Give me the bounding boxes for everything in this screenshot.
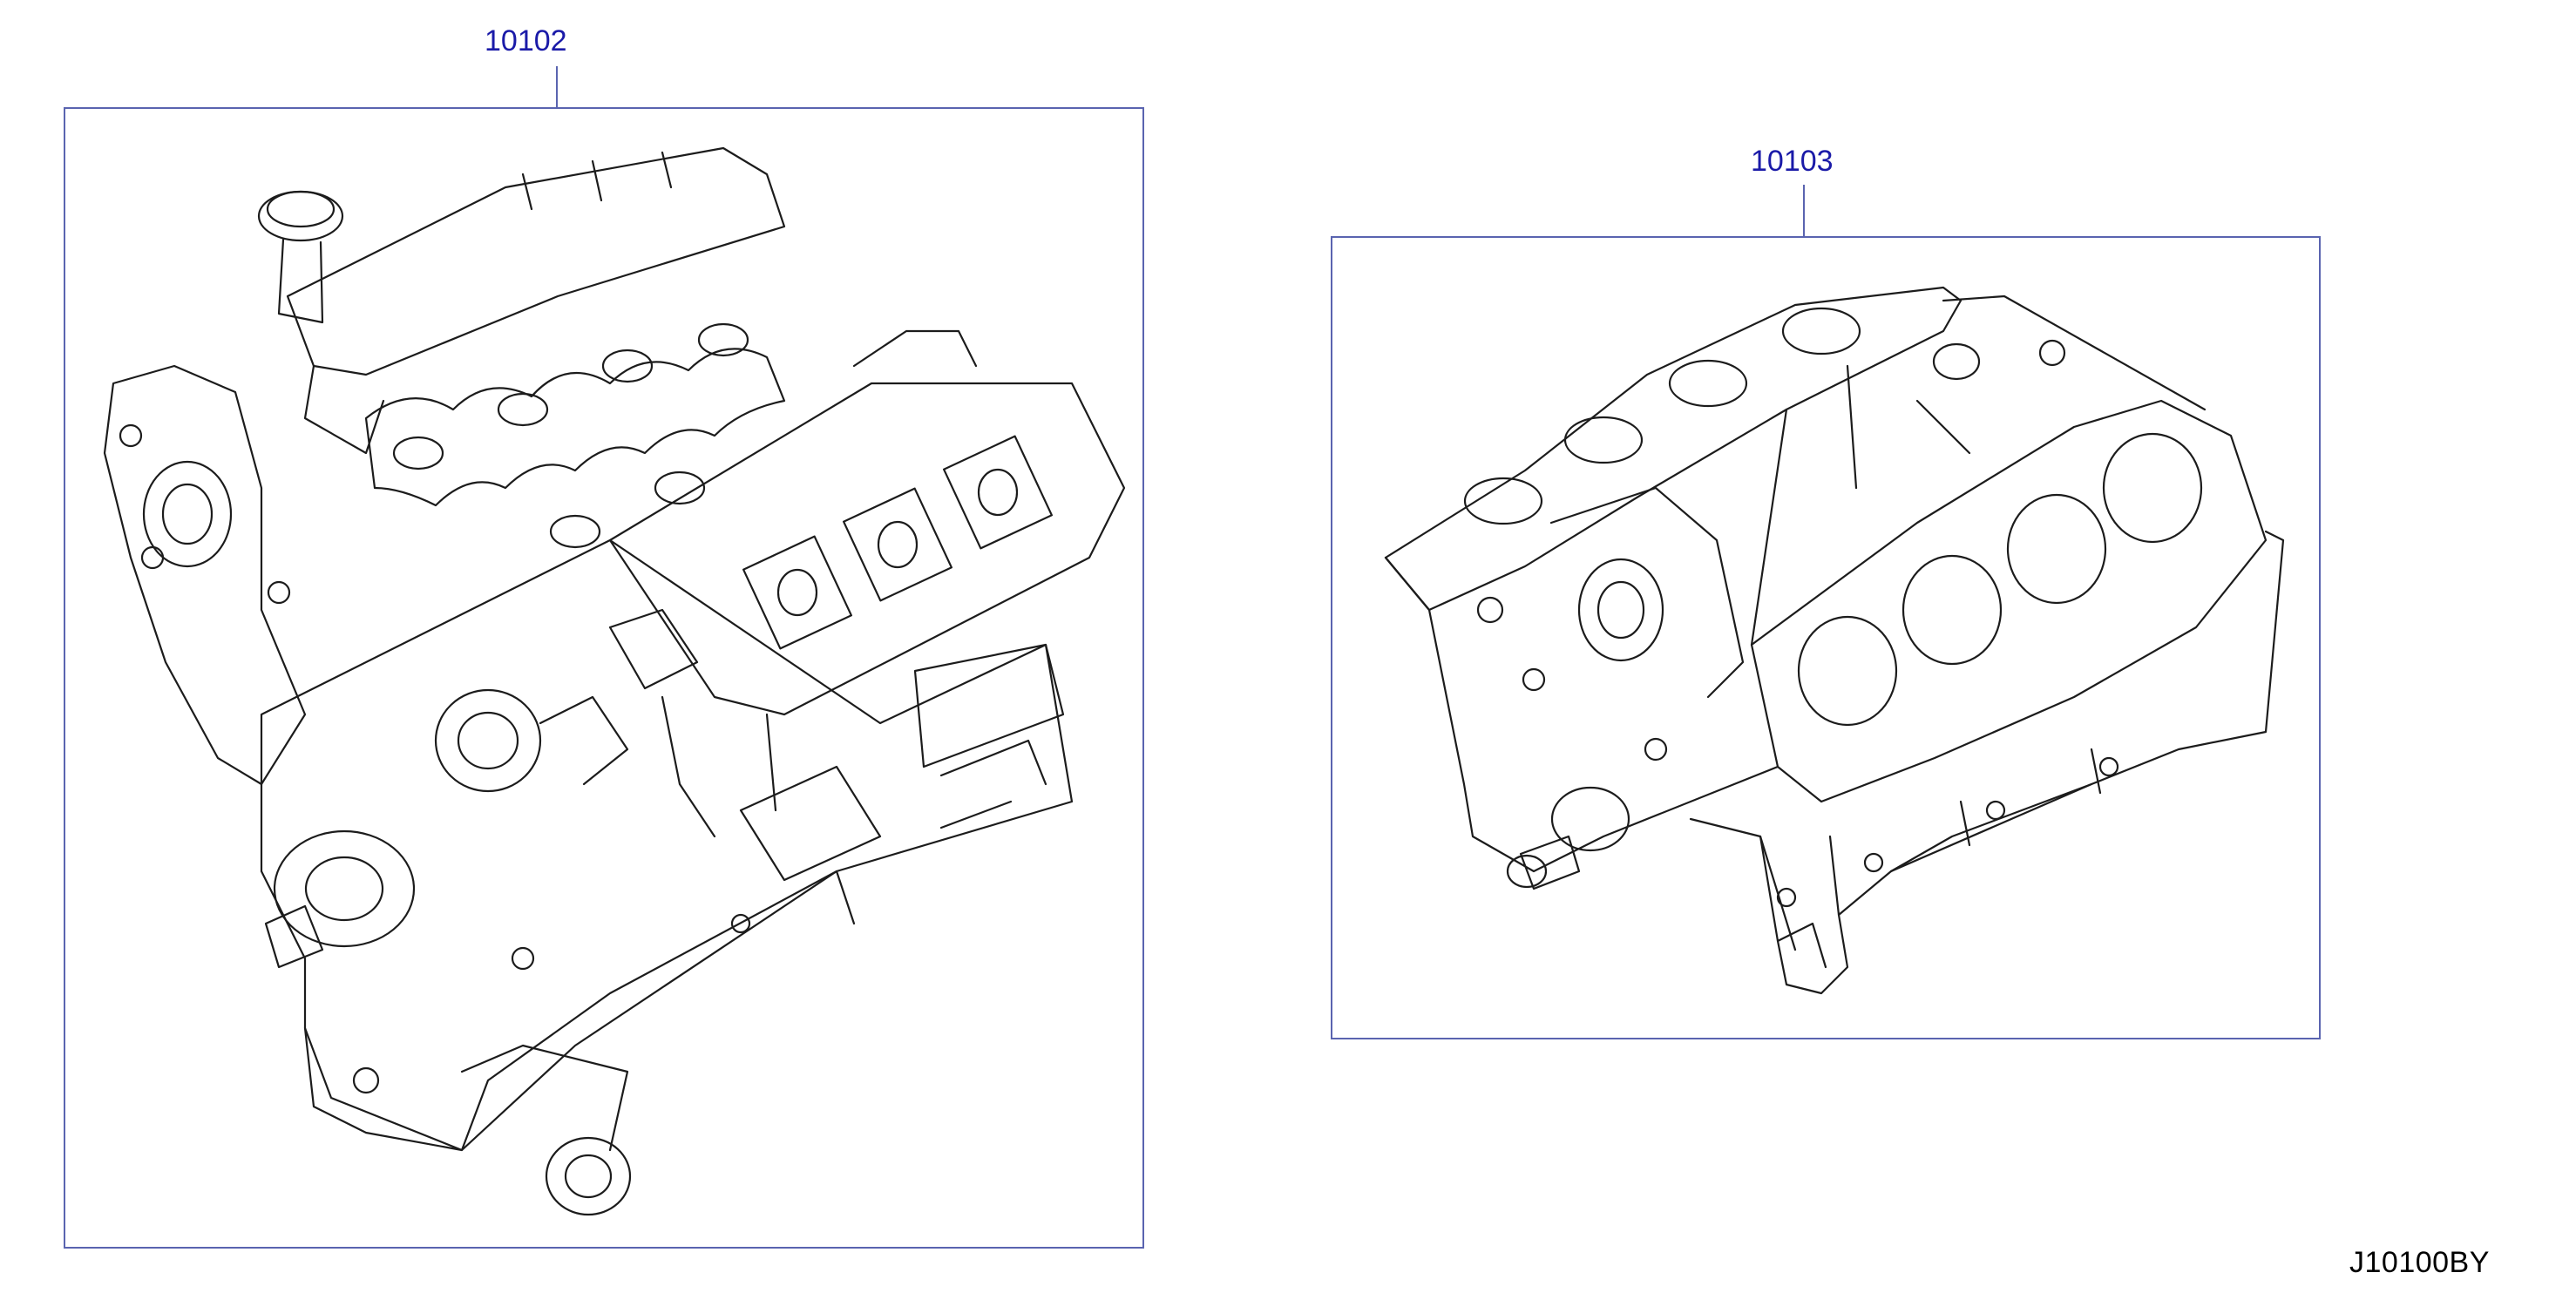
part-frame-10102 <box>64 107 1144 1249</box>
part-frame-10103 <box>1331 236 2321 1039</box>
cylinder-block-drawing <box>1384 286 2285 995</box>
part-callout-10102[interactable]: 10102 <box>485 24 567 58</box>
leader-line-10102 <box>556 66 558 108</box>
leader-line-10103 <box>1803 185 1805 237</box>
engine-assembly-drawing <box>103 146 1126 1216</box>
diagram-code: J10100BY <box>2349 1246 2490 1279</box>
part-callout-10103[interactable]: 10103 <box>1751 145 1834 178</box>
